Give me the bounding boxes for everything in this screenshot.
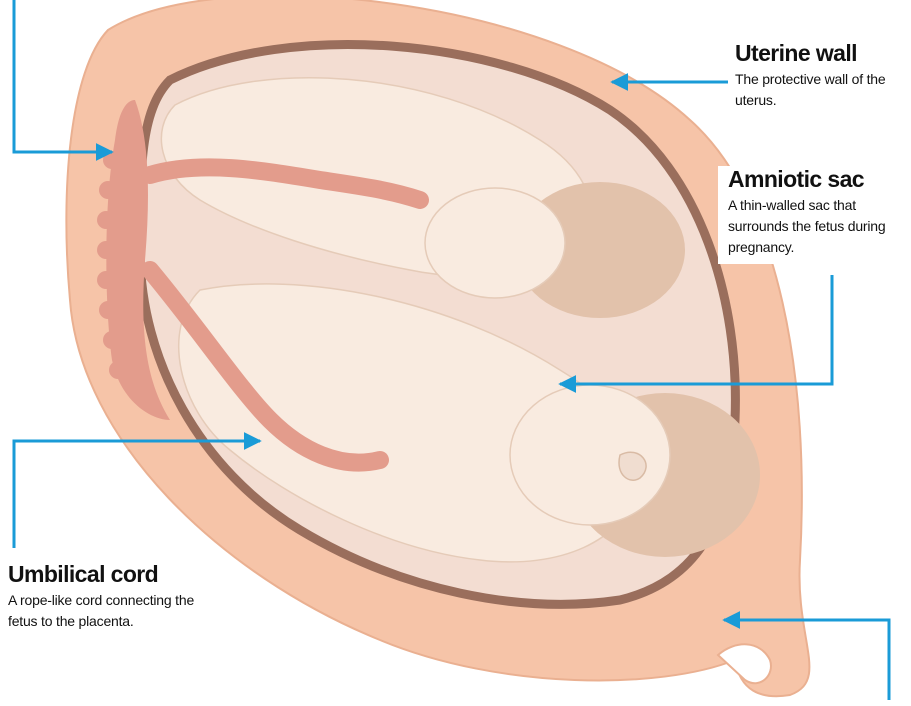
amniotic-sac-callout: Amniotic sac A thin-walled sac that surr… [718,166,911,264]
uterine-wall-callout: Uterine wall The protective wall of the … [735,40,895,111]
umbilical-cord-title: Umbilical cord [8,561,208,587]
amniotic-sac-title: Amniotic sac [728,166,911,192]
umbilical-cord-callout: Umbilical cord A rope-like cord connecti… [8,561,208,632]
umbilical-cord-description: A rope-like cord connecting the fetus to… [8,590,208,632]
fetus-ear [619,452,646,480]
fetus-upper-face [425,188,565,298]
fetus-lower-face [510,385,670,525]
uterine-wall-description: The protective wall of the uterus. [735,69,895,111]
uterine-wall-title: Uterine wall [735,40,895,66]
amniotic-sac-description: A thin-walled sac that surrounds the fet… [728,195,911,258]
